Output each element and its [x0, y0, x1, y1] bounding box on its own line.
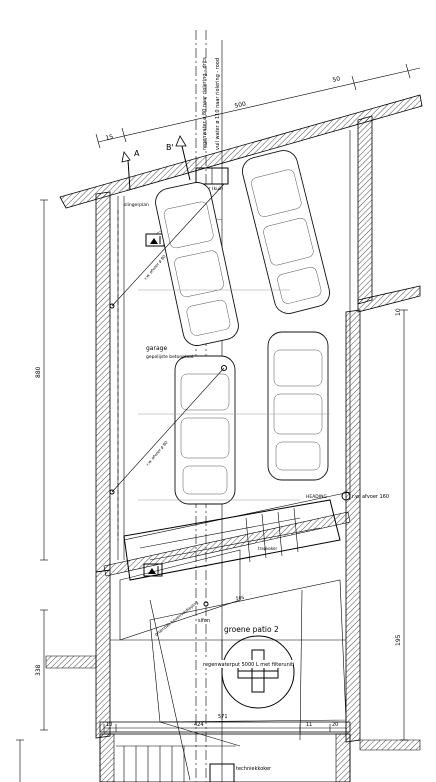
drain-box-top: afvoer (kuil) [195, 167, 229, 192]
note-bottom-tech: techniekkoker [236, 766, 272, 772]
top-dimension-line: 15 500 50 [95, 63, 421, 149]
right-dimension-line: 10 195 [395, 308, 408, 741]
bottom-band: techniekkoker [99, 733, 351, 782]
dim-bottom-right: 11 [306, 722, 312, 728]
section-label-a: A [134, 149, 140, 158]
section-marker-b: B' [166, 135, 191, 181]
section-marker-a: A [121, 149, 140, 191]
garage-title: garage [146, 345, 167, 352]
car-top-left [155, 182, 239, 346]
dim-right-lower: 195 [395, 634, 402, 646]
cistern-label: regenwaterput 5000 L met filterunit [203, 662, 293, 668]
elevator-symbol [145, 233, 165, 247]
note-rain-pipe-2: r.w. afvoer ø 80 [145, 439, 169, 466]
drain-circle-right: r.w. afvoer 160 [341, 491, 389, 501]
car-mid-left [174, 355, 236, 505]
dim-top-right: 50 [332, 75, 341, 84]
ramp-stairs: trapkoker [123, 499, 341, 581]
garage-subtitle: gepolijste betonplaat [146, 354, 194, 360]
outer-walls [45, 94, 423, 751]
dim-left-long: 880 [35, 366, 42, 378]
dim-patio-width: 505 [235, 595, 244, 602]
note-green-roof: groendak bovenverdieping [154, 600, 200, 637]
patio-area: sifon 505 [110, 579, 347, 723]
dim-right-small: 10 [395, 308, 402, 316]
note-patio-small: sifon [198, 618, 210, 624]
dim-bottom-right2: 20 [332, 722, 338, 728]
left-dimension-line: 880 338 [35, 199, 48, 731]
note-right-label: HEADING [306, 494, 327, 500]
patio-title: groene patio 2 [224, 625, 279, 634]
note-stair: trapkoker [258, 546, 277, 551]
dim-top-left: 15 [105, 133, 114, 142]
section-label-b: B' [166, 143, 174, 152]
dim-left-lower: 338 [35, 664, 42, 676]
car-top-right [241, 150, 331, 314]
drain-box-label: afvoer (kuil) [196, 186, 223, 192]
note-rainwater: regenwater ø 80 naar riolering - drits [202, 57, 208, 150]
note-left-top: slingerplan [124, 202, 149, 208]
note-rain-pipe-1: r.w. afvoer ø 80 [143, 253, 167, 280]
note-wastewater: vuil water ø 110 naar riolering - rood [215, 58, 221, 150]
bottom-dimension-line: 10 424 11 20 571 [103, 714, 347, 732]
note-right-circle: r.w. afvoer 160 [352, 494, 389, 500]
dim-bottom-mid: 424 [194, 722, 204, 728]
dim-patio-height: 571 [218, 714, 228, 720]
car-mid-right [267, 331, 329, 481]
dim-bottom-left: 10 [106, 722, 112, 728]
rainwater-cistern: regenwaterput 5000 L met filterunit [201, 635, 295, 720]
dim-top-main: 500 [234, 101, 247, 110]
